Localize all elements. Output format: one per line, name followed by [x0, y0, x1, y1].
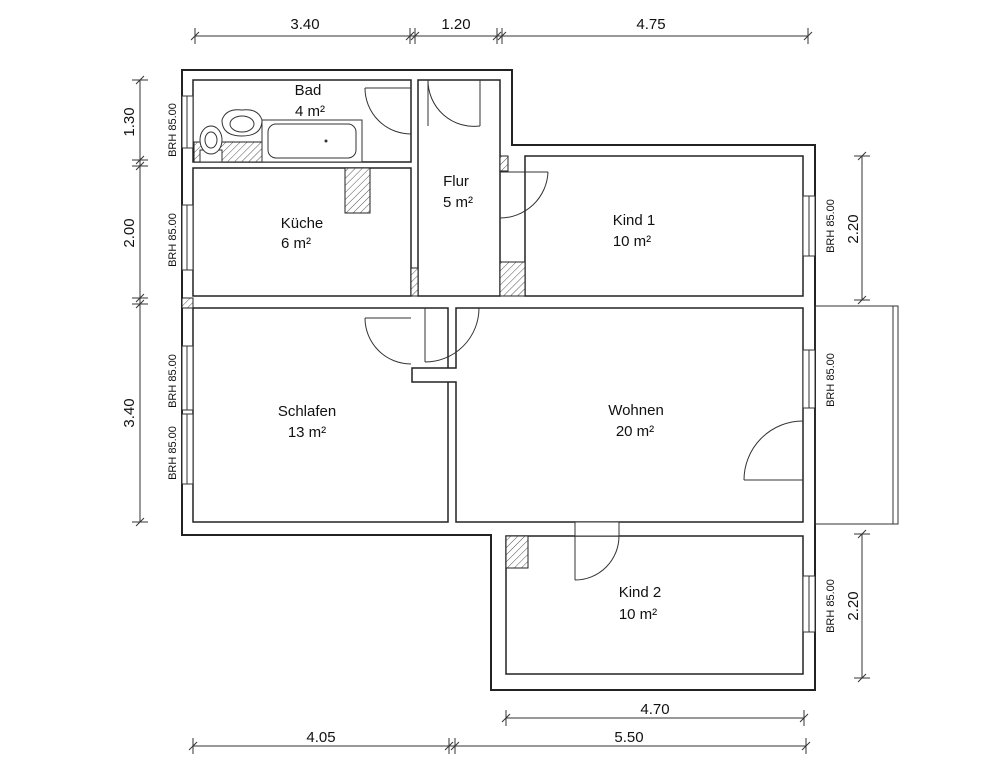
room-kind2-name: Kind 2: [619, 584, 662, 601]
room-kueche-name: Küche: [281, 215, 324, 232]
window-kueche: [181, 204, 194, 271]
door-kind1[interactable]: [499, 171, 549, 219]
dimension-bottom: [188, 710, 811, 754]
room-kind1-area: 10 m²: [613, 233, 651, 250]
dimension-bottom-1: 4.05: [306, 729, 335, 746]
toilet-icon: [199, 125, 223, 163]
room-kind1-name: Kind 1: [613, 212, 656, 229]
dimension-top-1: 3.40: [290, 16, 319, 33]
dimension-right: [854, 151, 870, 683]
brh-label-wohnen: BRH 85.00: [825, 353, 837, 407]
brh-label-schlafen-1: BRH 85.00: [167, 354, 179, 408]
room-schlafen-floor: [192, 307, 449, 523]
room-wohnen-area: 20 m²: [616, 423, 654, 440]
window-kind1: [802, 195, 816, 257]
dimension-top-3: 4.75: [636, 16, 665, 33]
room-schlafen-area: 13 m²: [288, 424, 326, 441]
door-flur-top[interactable]: [427, 79, 481, 127]
brh-label-kind1: BRH 85.00: [825, 199, 837, 253]
dimension-bottom-2: 5.50: [614, 729, 643, 746]
brh-label-kueche: BRH 85.00: [167, 213, 179, 267]
room-flur-floor: [417, 79, 501, 297]
window-schlafen-2: [181, 413, 194, 485]
brh-label-kind2: BRH 85.00: [825, 579, 837, 633]
room-flur-name: Flur: [443, 173, 469, 190]
brh-label-bad: BRH 85.00: [167, 103, 179, 157]
door-balkon[interactable]: [743, 420, 804, 481]
room-kind2-area: 10 m²: [619, 606, 657, 623]
room-schlafen-name: Schlafen: [278, 403, 336, 420]
balcony-icon: [814, 305, 899, 525]
dimension-left: [132, 75, 148, 527]
dimension-left-1: 1.30: [121, 107, 138, 136]
hatch-corridor-pillar: [181, 297, 194, 309]
dimension-bottom-inner: 4.70: [640, 701, 669, 718]
room-bad-area: 4 m²: [295, 103, 325, 120]
room-kueche-area: 6 m²: [281, 235, 311, 252]
window-kind2: [802, 575, 816, 633]
hatch-kind1-corner: [499, 261, 526, 297]
dimension-right-1: 2.20: [845, 214, 862, 243]
hatch-kind1-wall: [499, 155, 509, 172]
door-schlafen[interactable]: [364, 317, 412, 365]
dimension-top-2: 1.20: [441, 16, 470, 33]
room-kind2-floor: [505, 535, 804, 675]
bathtub-icon: [261, 119, 363, 163]
door-bad[interactable]: [364, 87, 412, 135]
hatch-chimney: [344, 167, 371, 214]
dimension-top: [190, 28, 813, 44]
dimension-left-2: 2.00: [121, 218, 138, 247]
sink-icon: [221, 109, 263, 137]
room-flur-area: 5 m²: [443, 194, 473, 211]
dimension-left-3: 3.40: [121, 398, 138, 427]
room-bad-name: Bad: [295, 82, 322, 99]
door-wohnen[interactable]: [424, 307, 480, 363]
window-bad: [181, 95, 194, 149]
brh-label-schlafen-2: BRH 85.00: [167, 426, 179, 480]
hatch-flur-left: [410, 267, 419, 297]
dimension-right-2: 2.20: [845, 591, 862, 620]
door-kind2[interactable]: [574, 521, 620, 581]
hatch-kind2-corner: [505, 535, 529, 569]
window-schlafen-1: [181, 345, 194, 411]
window-wohnen: [802, 349, 816, 409]
room-wohnen-name: Wohnen: [608, 402, 664, 419]
room-kind1-floor: [524, 155, 804, 297]
room-kueche-floor: [192, 167, 412, 297]
